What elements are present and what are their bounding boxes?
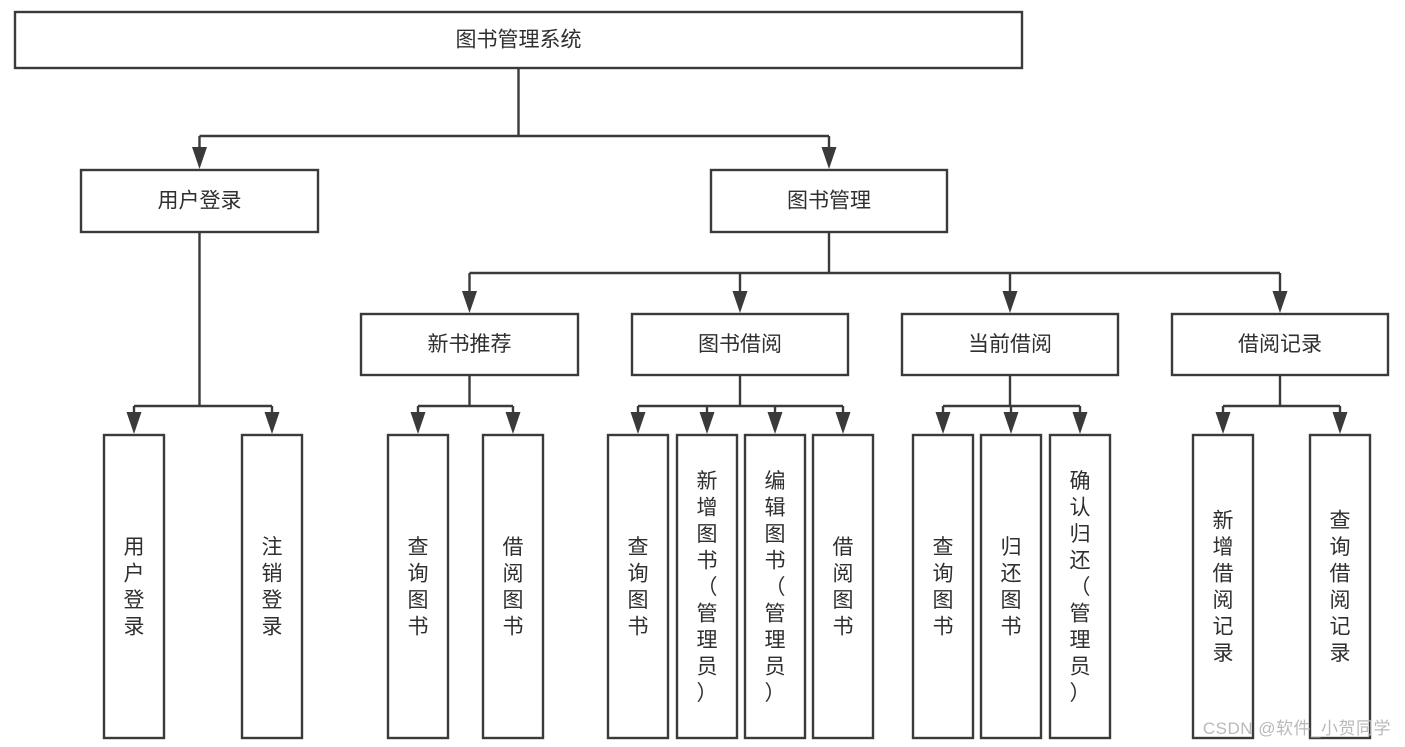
node-box-book-borrow[interactable]: [630, 312, 850, 377]
connector-group-book-borrow-children: [630, 375, 851, 434]
node-box-leaf-borrow-book-2[interactable]: [811, 433, 875, 740]
node-leaf-confirm-return[interactable]: 确认归还（管理员）: [1048, 433, 1112, 740]
node-layer: 图书管理系统用户登录图书管理新书推荐图书借阅当前借阅借阅记录用户登录注销登录查询…: [13, 10, 1390, 740]
node-label-leaf-borrow-book-2: 借阅图书: [833, 536, 854, 639]
node-label-book-manage: 图书管理: [787, 190, 871, 213]
arrow-head-icon: [505, 412, 521, 434]
node-label-leaf-user-login: 用户登录: [124, 536, 145, 639]
node-label-current-borrow: 当前借阅: [968, 333, 1052, 356]
node-leaf-query-record[interactable]: 查询借阅记录: [1308, 433, 1372, 740]
node-box-leaf-edit-book[interactable]: [743, 433, 807, 740]
node-label-borrow-record: 借阅记录: [1238, 333, 1322, 356]
node-current-borrow[interactable]: 当前借阅: [900, 312, 1120, 377]
arrow-head-icon: [1072, 412, 1088, 434]
node-leaf-return-book[interactable]: 归还图书: [979, 433, 1043, 740]
node-box-user-login[interactable]: [79, 168, 320, 234]
node-label-user-login: 用户登录: [158, 190, 242, 213]
node-label-leaf-borrow-book-1: 借阅图书: [503, 536, 524, 639]
node-label-leaf-return-book: 归还图书: [1001, 536, 1022, 639]
node-box-leaf-query-book-1[interactable]: [386, 433, 450, 740]
node-box-leaf-add-record[interactable]: [1191, 433, 1255, 740]
node-box-root[interactable]: [13, 10, 1024, 70]
arrow-head-icon: [630, 412, 646, 434]
arrow-head-icon: [192, 147, 207, 169]
node-leaf-query-book-3[interactable]: 查询图书: [911, 433, 975, 740]
node-label-leaf-add-record: 新增借阅记录: [1213, 510, 1234, 666]
connector-group-borrow-record-children: [1215, 375, 1348, 434]
arrow-head-icon: [835, 412, 851, 434]
node-box-leaf-query-book-2[interactable]: [606, 433, 670, 740]
node-leaf-borrow-book-2[interactable]: 借阅图书: [811, 433, 875, 740]
arrow-head-icon: [821, 147, 837, 169]
node-label-leaf-logout: 注销登录: [262, 536, 283, 639]
node-label-leaf-query-book-3: 查询图书: [933, 536, 954, 639]
arrow-head-icon: [1272, 291, 1288, 313]
node-label-leaf-query-record: 查询借阅记录: [1330, 510, 1351, 666]
node-label-new-book-rec: 新书推荐: [428, 333, 512, 356]
node-new-book-rec[interactable]: 新书推荐: [359, 312, 580, 377]
node-box-leaf-confirm-return[interactable]: [1048, 433, 1112, 740]
connector-group-new-book-rec-children: [410, 375, 521, 434]
arrow-head-icon: [699, 412, 715, 434]
arrow-head-icon: [462, 291, 477, 313]
node-box-leaf-query-record[interactable]: [1308, 433, 1372, 740]
node-box-leaf-add-book[interactable]: [675, 433, 739, 740]
arrow-head-icon: [1332, 412, 1348, 434]
connector-group-user-login-children: [126, 232, 280, 434]
node-label-root: 图书管理系统: [456, 29, 582, 52]
connector-group-current-borrow-children: [935, 375, 1088, 434]
arrow-head-icon: [1215, 412, 1231, 434]
node-box-book-manage[interactable]: [709, 168, 949, 234]
node-label-leaf-confirm-return: 确认归还（管理员）: [1070, 470, 1091, 705]
node-box-leaf-return-book[interactable]: [979, 433, 1043, 740]
arrow-head-icon: [264, 412, 280, 434]
arrow-head-icon: [1003, 412, 1019, 434]
node-label-book-borrow: 图书借阅: [698, 333, 782, 356]
connector-group-book-manage-children: [462, 232, 1288, 313]
node-leaf-query-book-1[interactable]: 查询图书: [386, 433, 450, 740]
arrow-head-icon: [767, 412, 783, 434]
node-leaf-query-book-2[interactable]: 查询图书: [606, 433, 670, 740]
node-leaf-add-book[interactable]: 新增图书（管理员）: [675, 433, 739, 740]
node-label-leaf-query-book-2: 查询图书: [628, 536, 649, 639]
arrow-head-icon: [126, 412, 142, 434]
connector-group-root-children: [192, 68, 837, 169]
node-leaf-add-record[interactable]: 新增借阅记录: [1191, 433, 1255, 740]
arrow-head-icon: [1002, 291, 1018, 313]
node-leaf-borrow-book-1[interactable]: 借阅图书: [481, 433, 545, 740]
node-leaf-logout[interactable]: 注销登录: [240, 433, 304, 740]
node-borrow-record[interactable]: 借阅记录: [1170, 312, 1390, 377]
node-box-new-book-rec[interactable]: [359, 312, 580, 377]
arrow-head-icon: [732, 291, 748, 313]
arrow-head-icon: [935, 412, 951, 434]
arrow-head-icon: [410, 412, 426, 434]
node-box-leaf-borrow-book-1[interactable]: [481, 433, 545, 740]
node-user-login[interactable]: 用户登录: [79, 168, 320, 234]
node-book-manage[interactable]: 图书管理: [709, 168, 949, 234]
connector-layer: [126, 68, 1348, 434]
node-box-leaf-query-book-3[interactable]: [911, 433, 975, 740]
node-box-current-borrow[interactable]: [900, 312, 1120, 377]
node-book-borrow[interactable]: 图书借阅: [630, 312, 850, 377]
node-label-leaf-add-book: 新增图书（管理员）: [697, 470, 718, 705]
node-leaf-user-login[interactable]: 用户登录: [102, 433, 166, 740]
node-box-leaf-logout[interactable]: [240, 433, 304, 740]
node-label-leaf-edit-book: 编辑图书（管理员）: [765, 470, 786, 705]
node-leaf-edit-book[interactable]: 编辑图书（管理员）: [743, 433, 807, 740]
node-box-leaf-user-login[interactable]: [102, 433, 166, 740]
node-label-leaf-query-book-1: 查询图书: [408, 536, 429, 639]
node-box-borrow-record[interactable]: [1170, 312, 1390, 377]
node-root[interactable]: 图书管理系统: [13, 10, 1024, 70]
